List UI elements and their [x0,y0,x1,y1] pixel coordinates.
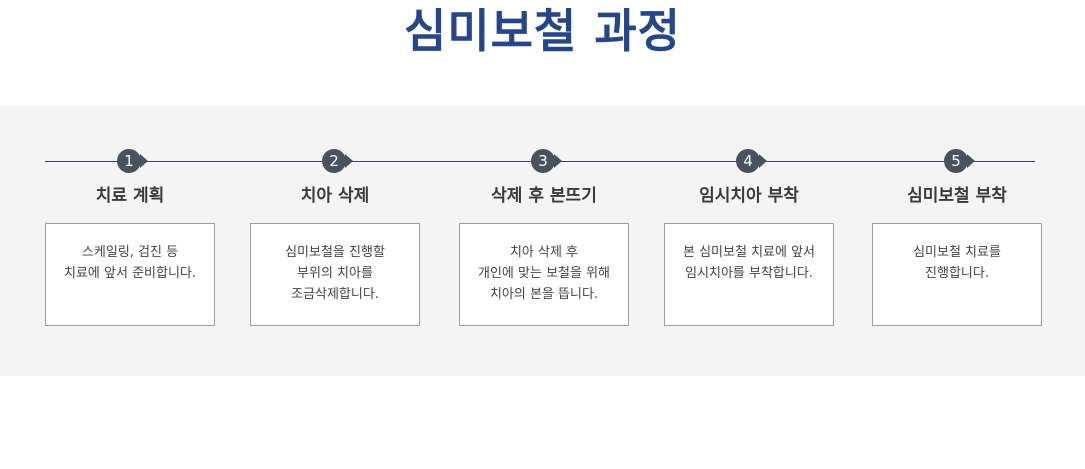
step-number-badge: 2 [322,149,353,173]
step-description-line: 개인에 맞는 보철을 위해 [478,266,610,281]
step-title: 치료 계획 [95,186,165,206]
step-description-line: 부위의 치아를 [297,266,373,281]
step-description-line: 임시치아를 부착합니다. [685,266,813,281]
step-description-box: 심미보철 치료를 진행합니다. [872,223,1042,326]
step-description-line: 스케일링, 검진 등 [81,245,179,260]
step-description-line: 치료에 앞서 준비합니다. [64,266,196,281]
page-title: 심미보철 과정 [404,4,681,58]
step-number-badge: 1 [117,149,148,173]
step-description-line: 심미보철을 진행할 [285,245,385,260]
step-title: 삭제 후 본뜨기 [491,186,597,206]
step-description-line: 본 심미보철 치료에 앞서 [683,245,815,260]
step-title: 심미보철 부착 [907,186,1007,206]
step-description-box: 치아 삭제 후 개인에 맞는 보철을 위해 치아의 본을 뜹니다. [459,223,629,326]
process-step: 2 치아 삭제 심미보철을 진행할 부위의 치아를 조금삭제합니다. [250,106,420,326]
process-step: 5 심미보철 부착 심미보철 치료를 진행합니다. [872,106,1042,326]
step-title: 임시치아 부착 [699,186,799,206]
process-section: 1 치료 계획 스케일링, 검진 등 치료에 앞서 준비합니다. 2 치아 삭제… [0,106,1085,376]
step-description-box: 본 심미보철 치료에 앞서 임시치아를 부착합니다. [664,223,834,326]
step-number-badge: 4 [736,149,767,173]
process-step: 1 치료 계획 스케일링, 검진 등 치료에 앞서 준비합니다. [45,106,215,326]
step-description-line: 치아의 본을 뜹니다. [489,287,599,302]
step-description-box: 심미보철을 진행할 부위의 치아를 조금삭제합니다. [250,223,420,326]
process-step: 3 삭제 후 본뜨기 치아 삭제 후 개인에 맞는 보철을 위해 치아의 본을 … [459,106,629,326]
step-description-line: 치아 삭제 후 [509,245,579,260]
step-number-badge: 3 [531,149,562,173]
step-description-box: 스케일링, 검진 등 치료에 앞서 준비합니다. [45,223,215,326]
step-description-line: 심미보철 치료를 [913,245,1001,260]
step-description-line: 조금삭제합니다. [291,287,379,302]
step-title: 치아 삭제 [300,186,370,206]
process-step: 4 임시치아 부착 본 심미보철 치료에 앞서 임시치아를 부착합니다. [664,106,834,326]
step-number-badge: 5 [944,149,975,173]
step-description-line: 진행합니다. [925,266,989,281]
